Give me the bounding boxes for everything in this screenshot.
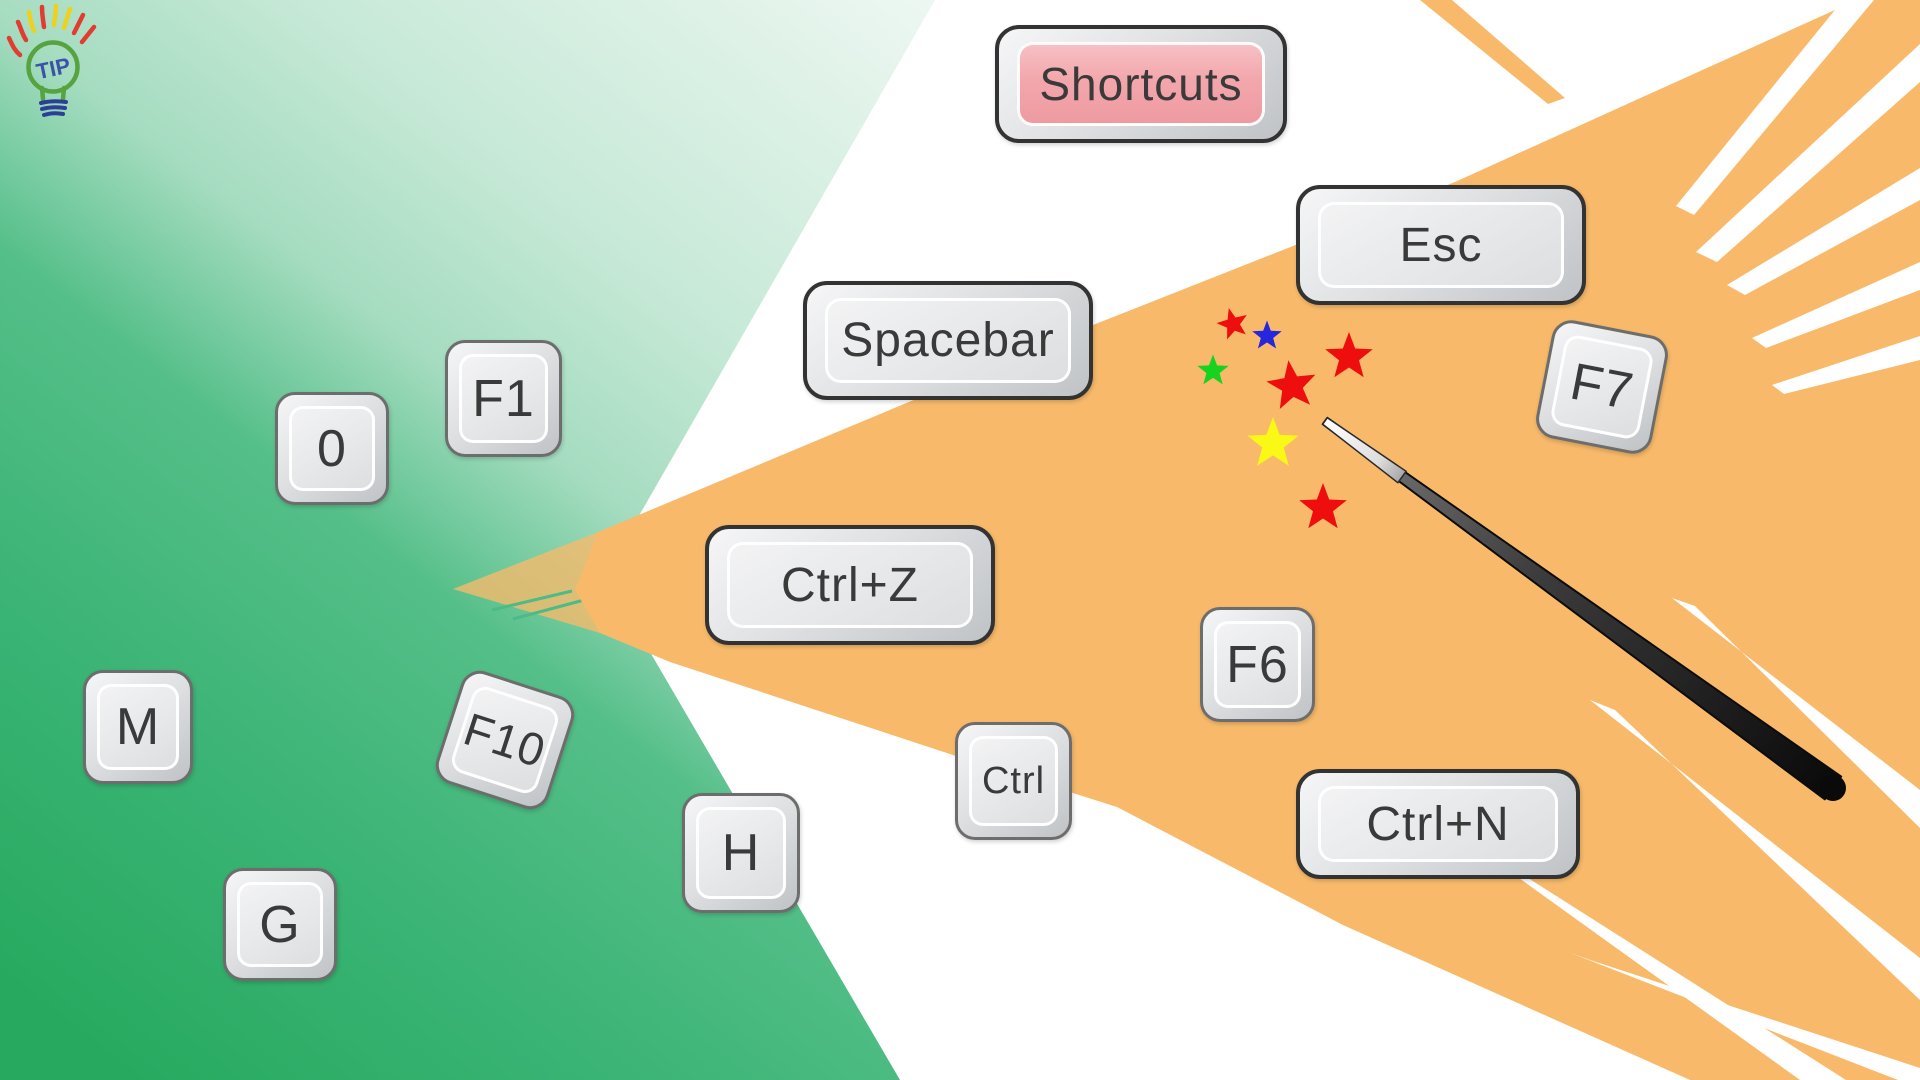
white-streak (1505, 868, 1846, 1080)
bulb-ray (79, 24, 97, 45)
key-f1[interactable]: F1 (445, 340, 562, 457)
burst-tip-slit (491, 589, 573, 612)
key-face: Ctrl+N (1318, 786, 1558, 862)
bulb-ray (6, 35, 23, 58)
key-face: M (97, 684, 179, 770)
bulb-neck (60, 85, 67, 102)
key-face: F1 (459, 354, 548, 443)
key-esc[interactable]: Esc (1296, 185, 1586, 305)
bulb-ray (39, 4, 47, 30)
key-label: F7 (1565, 352, 1639, 422)
bulb-coil (42, 111, 65, 117)
white-streak (1696, 44, 1920, 262)
key-f7[interactable]: F7 (1532, 316, 1672, 458)
key-label: Shortcuts (1039, 58, 1243, 110)
key-label: F10 (457, 702, 553, 778)
key-ctrl-z[interactable]: Ctrl+Z (705, 525, 995, 645)
white-streak (1752, 262, 1920, 348)
orange-ray (1420, 0, 1565, 104)
key-g[interactable]: G (223, 868, 337, 981)
white-streak (1727, 168, 1920, 295)
key-label: G (259, 895, 301, 954)
key-face: F7 (1549, 333, 1655, 441)
key-face: Esc (1318, 202, 1564, 288)
key-label: Ctrl (981, 759, 1046, 802)
key-spacebar[interactable]: Spacebar (803, 281, 1093, 400)
key-label: Esc (1399, 218, 1483, 272)
key-ctrl[interactable]: Ctrl (955, 722, 1072, 840)
key-label: F1 (472, 369, 535, 428)
key-0[interactable]: 0 (275, 392, 389, 505)
orange-ray (1342, 912, 1745, 1080)
key-face: H (696, 807, 786, 899)
bulb-outline (26, 40, 80, 94)
key-label: M (115, 698, 161, 756)
bulb-ray (51, 3, 59, 28)
wand-end-cap (1820, 775, 1846, 801)
key-ctrl-n[interactable]: Ctrl+N (1296, 769, 1580, 879)
key-label: 0 (317, 419, 347, 478)
white-streak (1772, 336, 1920, 394)
burst-tip-slit (512, 598, 585, 621)
key-label: H (721, 824, 761, 882)
key-label: Ctrl+N (1366, 797, 1510, 851)
bulb-ray (26, 9, 37, 34)
key-face: F10 (448, 683, 562, 797)
key-f6[interactable]: F6 (1200, 607, 1315, 722)
key-label: Ctrl+Z (781, 558, 919, 612)
bulb-coil (39, 99, 68, 105)
key-label: F6 (1226, 635, 1289, 694)
magic-wand (1321, 416, 1846, 801)
key-label: Spacebar (841, 314, 1055, 367)
wand-tip (1321, 416, 1408, 484)
key-shortcuts[interactable]: Shortcuts (995, 25, 1287, 143)
key-face: Ctrl (969, 736, 1058, 826)
bulb-ray (15, 19, 29, 43)
key-face: Shortcuts (1017, 42, 1265, 126)
burst-tip-overlap (453, 532, 600, 633)
key-face: Ctrl+Z (727, 542, 973, 628)
key-h[interactable]: H (682, 793, 800, 913)
tip-lightbulb-icon: TIP (6, 3, 97, 117)
key-face: 0 (289, 406, 375, 491)
key-face: Spacebar (825, 298, 1071, 383)
bulb-coil (40, 105, 67, 111)
key-m[interactable]: M (83, 670, 193, 784)
bulb-ray (71, 12, 86, 36)
key-face: F6 (1214, 621, 1301, 708)
white-streak (1676, 0, 1874, 215)
bulb-neck (39, 85, 46, 102)
key-face: G (237, 882, 323, 967)
white-streak (1568, 952, 1920, 1080)
bulb-ray (61, 6, 73, 31)
